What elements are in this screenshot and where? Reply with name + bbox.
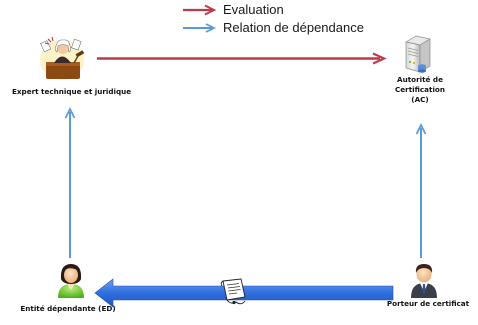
dependance-arrow-left <box>64 106 76 258</box>
authority-label-line3: (AC) <box>411 95 429 104</box>
certificate-holder-label: Porteur de certificat <box>386 299 470 308</box>
server-icon <box>405 35 431 73</box>
expert-label: Expert technique et juridique <box>12 87 132 96</box>
judge-icon <box>40 36 85 80</box>
certificate-scroll-icon <box>220 278 246 305</box>
authority-label: Autorité de Certification (AC) <box>383 75 457 105</box>
woman-avatar-icon <box>58 264 84 298</box>
authority-label-line1: Autorité de <box>397 75 443 84</box>
evaluation-legend-arrow <box>183 4 217 16</box>
evaluation-arrow <box>97 52 387 65</box>
businessman-avatar-icon <box>411 264 437 298</box>
authority-label-line2: Certification <box>395 85 445 94</box>
legend <box>183 4 217 33</box>
dependance-legend-arrow <box>183 23 217 33</box>
evaluation-legend-label: Evaluation <box>223 2 284 17</box>
dependance-arrow-right <box>415 122 427 258</box>
dependent-entity-label: Entité dépendante (ED) <box>20 304 116 313</box>
dependance-legend-label: Relation de dépendance <box>223 20 364 35</box>
